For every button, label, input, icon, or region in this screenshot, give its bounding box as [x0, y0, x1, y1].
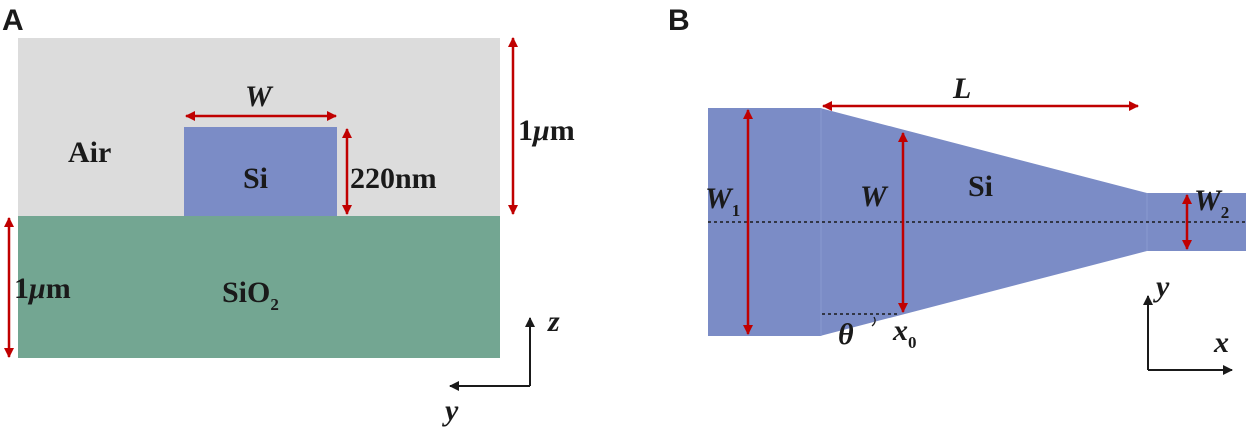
- si-taper-label: Si: [968, 170, 993, 203]
- panel-a-letter: A: [2, 4, 24, 37]
- panel-a: A Air Si W 220nm 1μm 1μm SiO2 z y: [2, 4, 575, 427]
- oxide-label: SiO2: [222, 276, 279, 314]
- taper-angle-label: θ: [838, 318, 854, 351]
- silicon-core-region: [184, 127, 337, 216]
- vertical-axis-label: y: [1153, 270, 1170, 303]
- si-core-label: Si: [243, 162, 268, 195]
- cladding-thickness-label: 1μm: [518, 114, 575, 147]
- taper-length-label: L: [952, 72, 971, 105]
- air-label: Air: [68, 136, 111, 169]
- core-width-label: W: [245, 80, 274, 113]
- position-label: x0: [892, 314, 917, 352]
- y-axis-label: y: [442, 394, 459, 427]
- local-width-label: W: [860, 180, 889, 213]
- z-axis-label: z: [547, 305, 560, 338]
- angle-arc: [871, 316, 876, 327]
- output-width-label: W2: [1194, 184, 1229, 222]
- panel-b-letter: B: [668, 4, 690, 37]
- oxide-thickness-label: 1μm: [14, 272, 71, 305]
- taper-section: [820, 108, 1147, 336]
- core-height-label: 220nm: [350, 162, 437, 195]
- panel-b: B L W1 W Si W2 θ x0 y x: [668, 4, 1246, 375]
- horizontal-axis-label: x: [1213, 326, 1229, 359]
- oxide-substrate-region: [18, 216, 500, 358]
- input-width-label: W1: [705, 182, 740, 220]
